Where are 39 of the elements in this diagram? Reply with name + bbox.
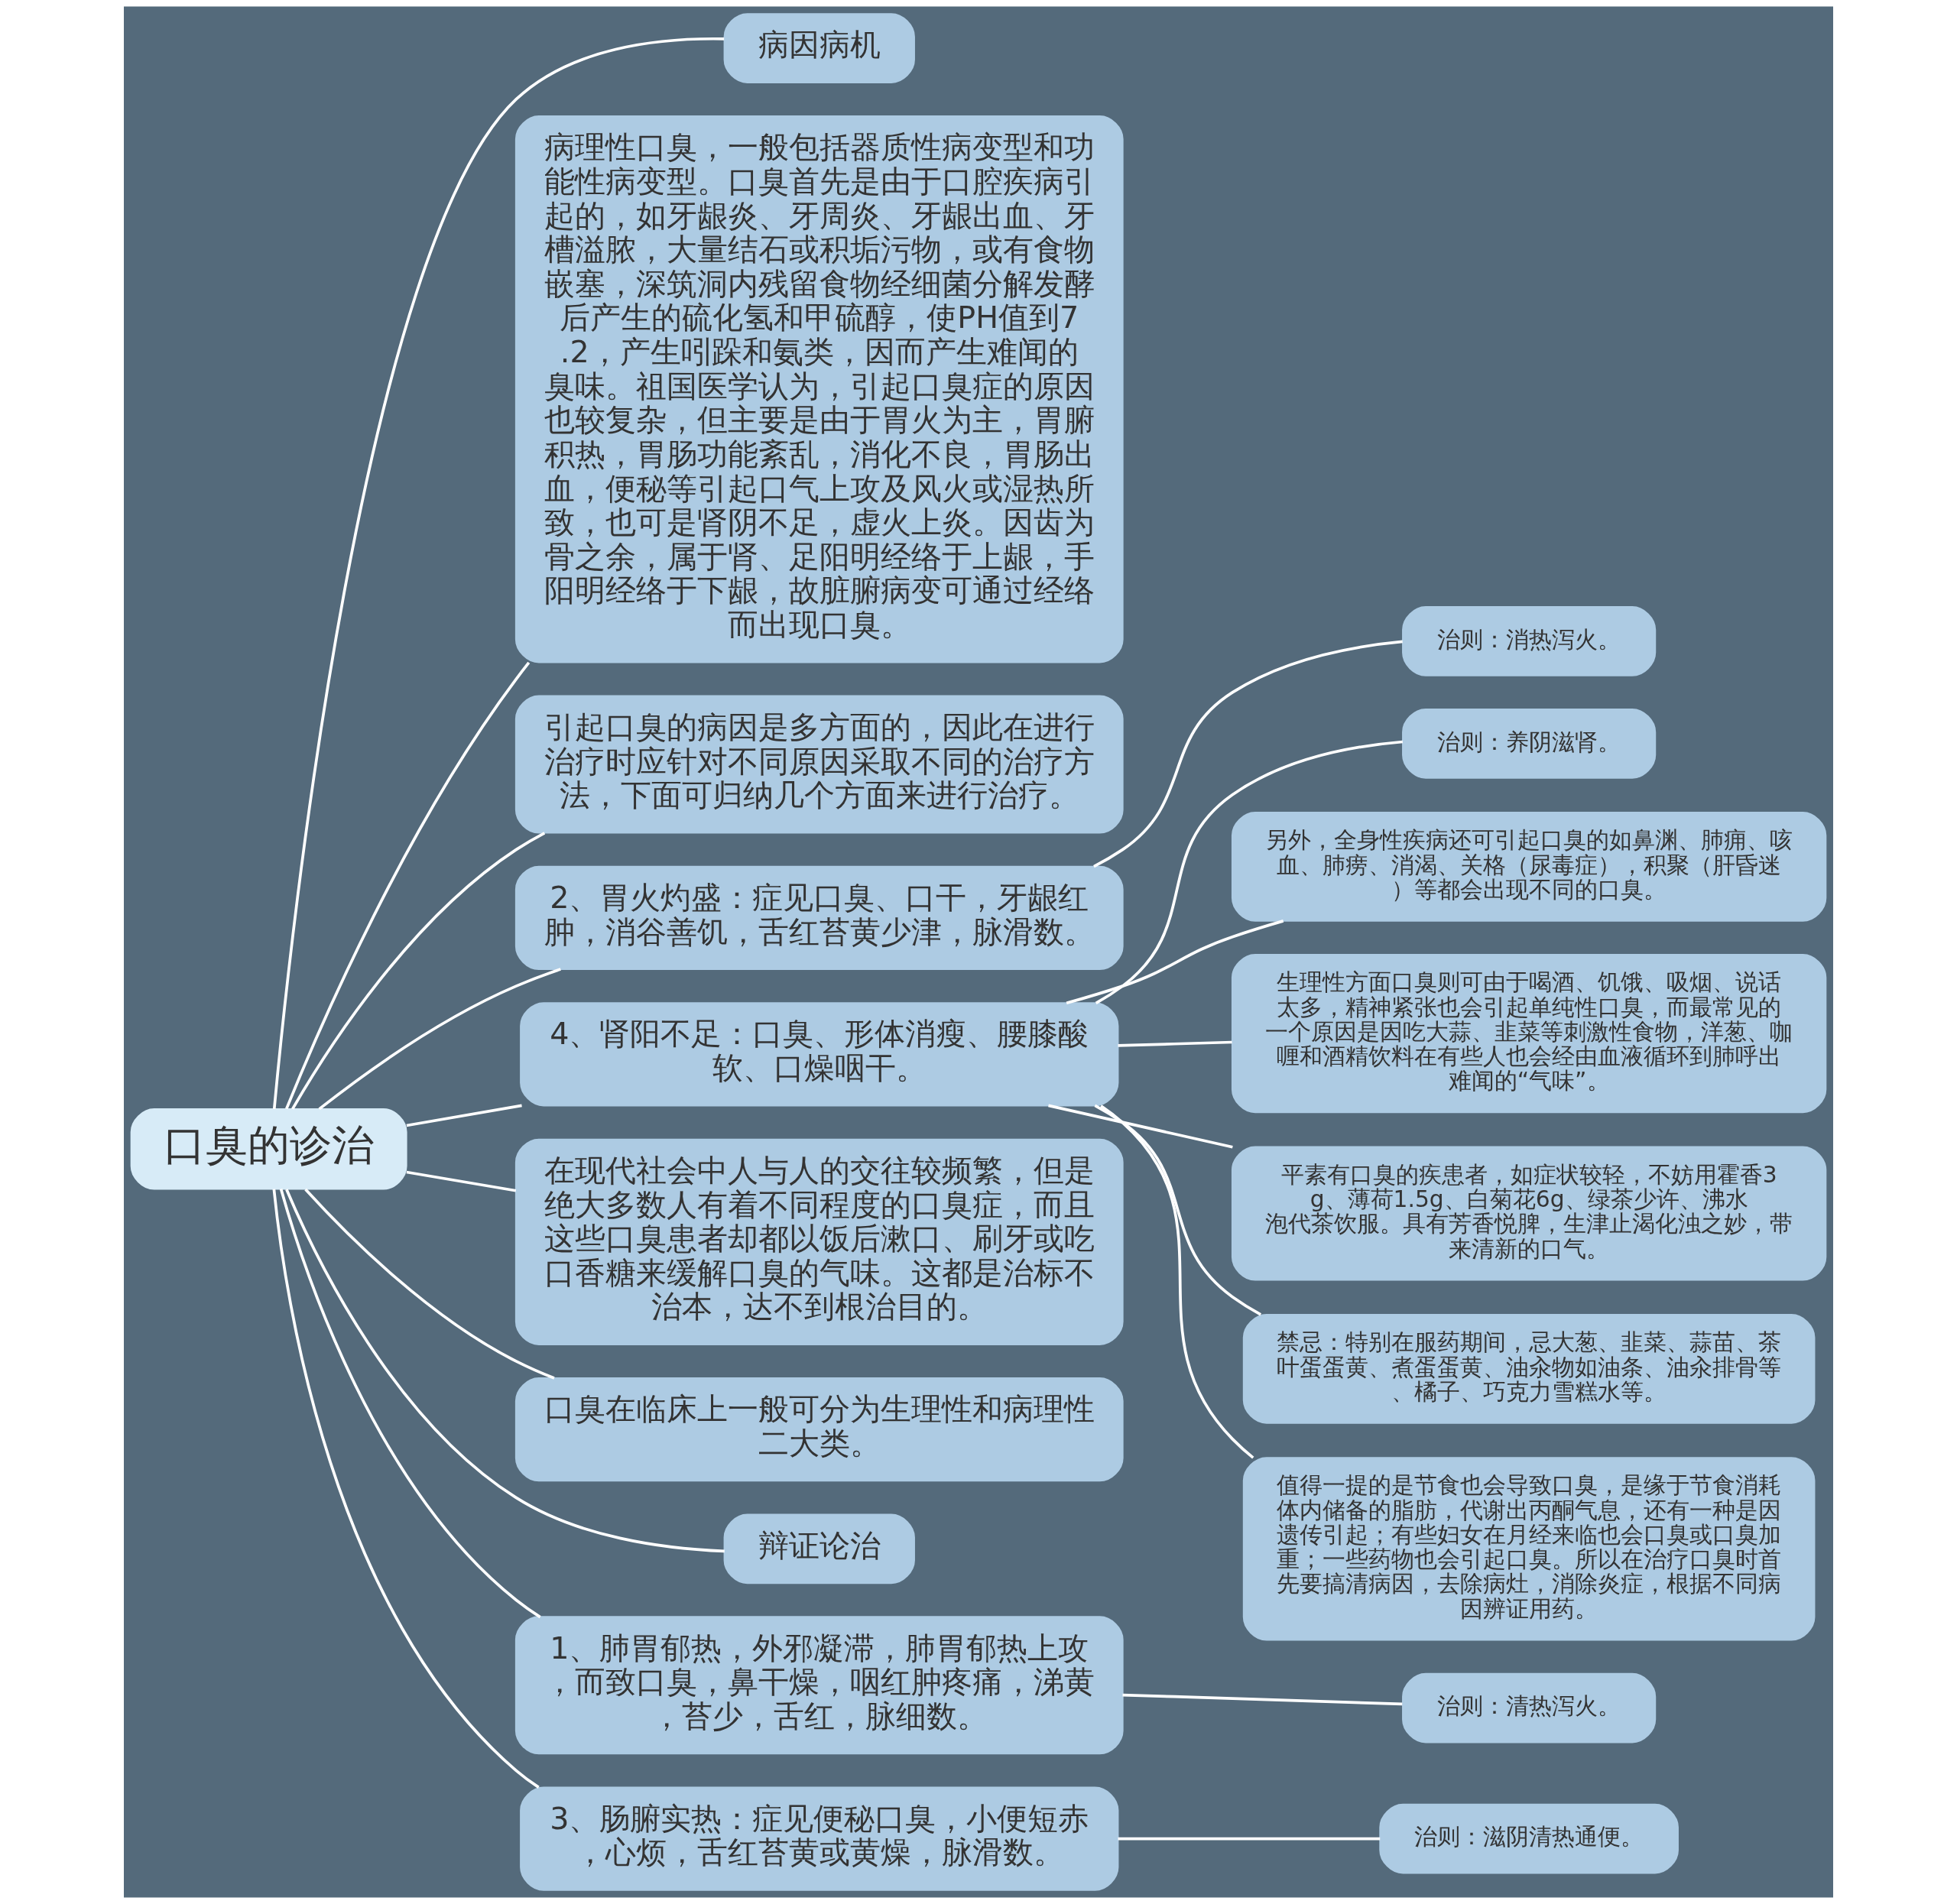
connector <box>1093 640 1403 868</box>
node-box: 禁忌：特别在服药期间，忌大葱、韭菜、蒜苗、茶叶蛋蛋黄、煮蛋蛋黄、油汆物如油条、油汆排骨等、橘子、巧克力雪糕水等。 <box>1242 1314 1816 1424</box>
connector <box>1095 740 1404 1005</box>
node-box: 平素有口臭的疾患者，如症状较轻，不妨用霍香3g、薄荷1.5g、白菊花6g、绿茶少许、沸水泡代茶饮服。具有芳香悦脾，生津止渴化浊之妙，带来清新的口气。 <box>1231 1146 1827 1281</box>
node-box: 病因病机 <box>723 13 915 83</box>
connector <box>279 1189 541 1619</box>
connector <box>285 661 531 1110</box>
node-box: 1、肺胃郁热，外邪凝滞，肺胃郁热上攻，而致口臭，鼻干燥，咽红肿疼痛，涕黄，苔少，舌红，脉细数。 <box>514 1616 1124 1755</box>
node-box: 另外，全身性疾病还可引起口臭的如鼻渊、肺痈、咳血、肺痨、消渴、关格（尿毒症），积聚（肝昏迷）等都会出现不同的口臭。 <box>1231 812 1827 922</box>
connector <box>406 1104 522 1127</box>
connector <box>285 1189 725 1553</box>
connector <box>1094 1104 1262 1316</box>
node-box: 治则：滋阴清热通便。 <box>1379 1803 1679 1874</box>
node-box: 值得一提的是节食也会导致口臭，是缘于节食消耗体内储备的脂肪，代谢出丙酮气息，还有一种是因遗传引起；有些妇女在月经来临也会口臭或口臭加重；一些药物也会引起口臭。所以在治疗口臭时首先要搞清病因，去除病灶，消除炎症，根据不同病因辨证用药。 <box>1242 1457 1816 1641</box>
connector <box>318 968 561 1111</box>
node-box: 口臭的诊治 <box>130 1108 407 1190</box>
node-box: 治则：养阴滋肾。 <box>1402 708 1657 779</box>
node-box: 辩证论治 <box>723 1513 915 1585</box>
node-box: 病理性口臭，一般包括器质性病变型和功能性病变型。口臭首先是由于口腔疾病引起的，如牙龈炎、牙周炎、牙龈出血、牙槽溢脓，大量结石或积垢污物，或有食物嵌塞，深筑洞内残留食物经细菌分解发酵后产生的硫化氢和甲硫醇，使PH值到7.2，产生吲跺和氨类，因而产生难闻的臭味。祖国医学认为，引起口臭症的原因也较复杂，但主要是由于胃火为主，胃腑积热，胃肠功能紊乱，消化不良，胃肠出血，便秘等引起口气上攻及风火或湿热所致，也可是肾阴不足，虚火上炎。因齿为骨之余，属于肾、足阳明经络于上龈，手阳明经络于下龈，故脏腑病变可通过经络而出现口臭。 <box>514 115 1124 663</box>
node-box: 生理性方面口臭则可由于喝酒、饥饿、吸烟、说话太多，精神紧张也会引起单纯性口臭，而最常见的一个原因是因吃大蒜、韭菜等刺激性食物，洋葱、咖喱和酒精饮料在有些人也会经由血液循环到肺呼出难闻的“气味”。 <box>1231 954 1827 1114</box>
node-box: 4、肾阳不足：口臭、形体消瘦、腰膝酸软、口燥咽干。 <box>520 1002 1119 1107</box>
node-box: 治则：消热泻火。 <box>1402 606 1657 676</box>
connector <box>406 1170 517 1192</box>
connector <box>272 37 725 1109</box>
node-box: 引起口臭的病因是多方面的，因此在进行治疗时应针对不同原因采取不同的治疗方法，下面可归纳几个方面来进行治疗。 <box>514 695 1124 834</box>
node-box: 在现代社会中人与人的交往较频繁，但是绝大多数人有着不同程度的口臭症，而且这些口臭患者却都以饭后漱口、刷牙或吃口香糖来缓解口臭的气味。这都是治标不治本，达不到根治目的。 <box>514 1138 1124 1345</box>
connector <box>291 832 546 1110</box>
connector <box>1118 1040 1232 1047</box>
node-box: 2、胃火灼盛：症见口臭、口干，牙龈红肿，消谷善饥，舌红苔黄少津，脉滑数。 <box>514 865 1124 971</box>
connector <box>1118 1837 1381 1841</box>
node-box: 口臭在临床上一般可分为生理性和病理性二大类。 <box>514 1377 1124 1482</box>
node-box: 治则：清热泻火。 <box>1402 1672 1657 1743</box>
connector <box>304 1188 555 1380</box>
connector <box>1122 1693 1403 1706</box>
connector <box>272 1189 540 1789</box>
connector <box>1066 920 1284 1005</box>
connector <box>1100 1104 1254 1459</box>
node-box: 3、肠腑实热：症见便秘口臭，小便短赤，心烦，舌红苔黄或黄燥，脉滑数。 <box>520 1786 1119 1891</box>
connector <box>1048 1104 1233 1149</box>
